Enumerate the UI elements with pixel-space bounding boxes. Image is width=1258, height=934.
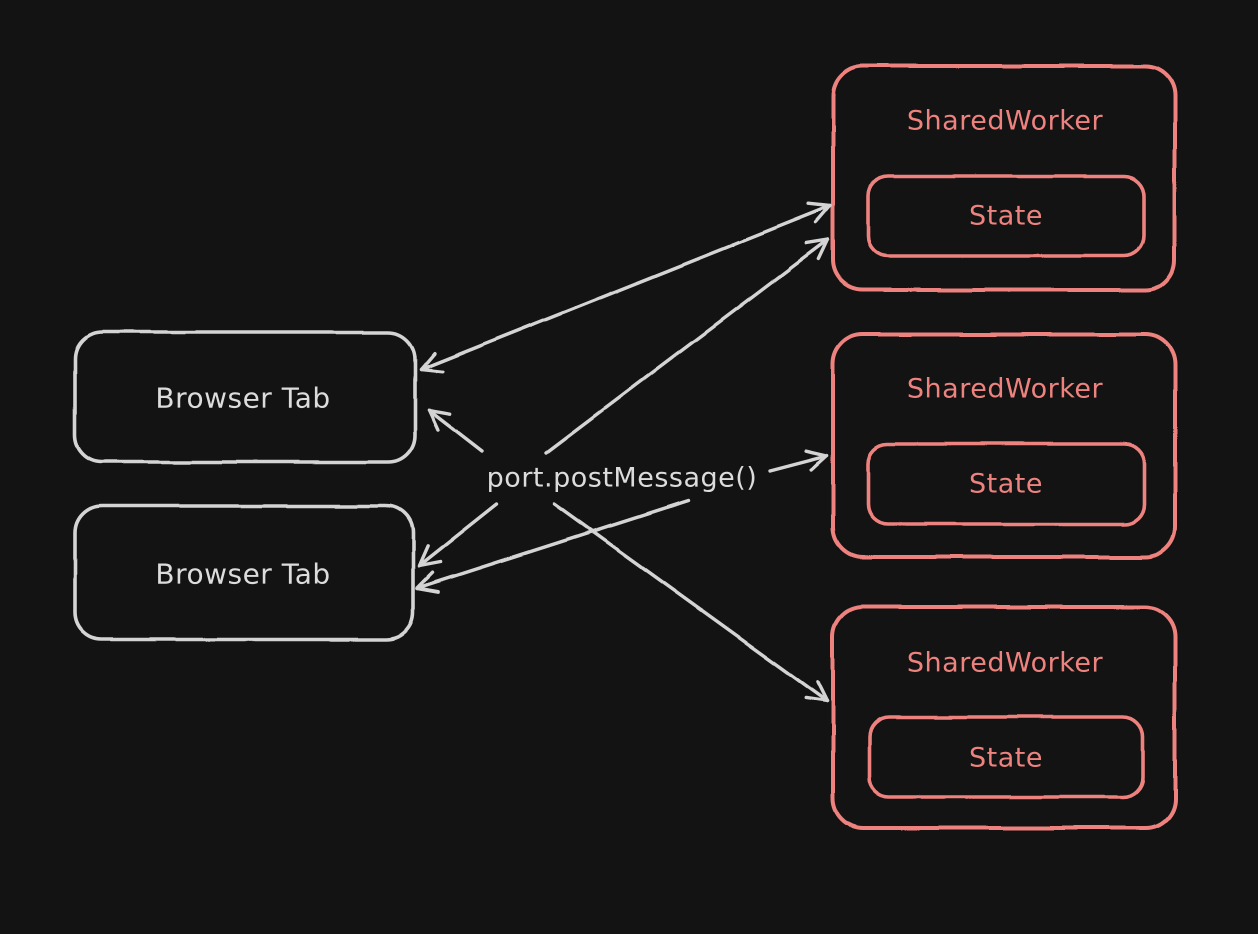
shared-worker-1-label: SharedWorker — [907, 106, 1104, 137]
arrow-center-to-tab1 — [427, 408, 484, 453]
browser-tab-2-box — [73, 504, 415, 641]
arrow-center-to-tab2-short — [417, 502, 499, 568]
browser-tab-2-label: Browser Tab — [155, 558, 330, 591]
browser-tab-2-node — [73, 504, 415, 641]
shared-worker-1-box — [831, 64, 1177, 292]
arrow-tab1-worker1-bidirectional — [419, 202, 832, 373]
shared-worker-1-node — [831, 64, 1177, 292]
browser-tab-1-node — [73, 330, 417, 464]
arrow-center-to-worker2 — [768, 449, 829, 473]
arrow-center-to-worker3 — [552, 502, 829, 703]
shared-worker-3-state-box — [867, 715, 1145, 799]
shared-worker-2-node — [831, 332, 1177, 559]
shared-worker-3-label: SharedWorker — [907, 648, 1104, 679]
shared-worker-2-state-label: State — [969, 469, 1043, 500]
shared-worker-3-box — [831, 605, 1177, 830]
shared-worker-3-node — [831, 605, 1177, 830]
shared-worker-1-state-box — [866, 174, 1146, 258]
arrow-right-to-tab2-long — [415, 499, 690, 594]
arrow-center-to-worker1 — [544, 238, 830, 455]
arrows-group — [415, 202, 832, 703]
shared-worker-2-state-box — [866, 442, 1146, 526]
shared-worker-1-state-label: State — [969, 201, 1043, 232]
labels-group: Browser Tab Browser Tab SharedWorker Sta… — [155, 106, 1103, 774]
shared-worker-2-label: SharedWorker — [907, 374, 1104, 405]
shared-worker-2-box — [831, 332, 1177, 559]
browser-tab-1-label: Browser Tab — [155, 382, 330, 415]
post-message-label: port.postMessage() — [487, 463, 758, 494]
shared-worker-3-state-label: State — [969, 743, 1043, 774]
browser-tab-1-box — [73, 330, 417, 464]
